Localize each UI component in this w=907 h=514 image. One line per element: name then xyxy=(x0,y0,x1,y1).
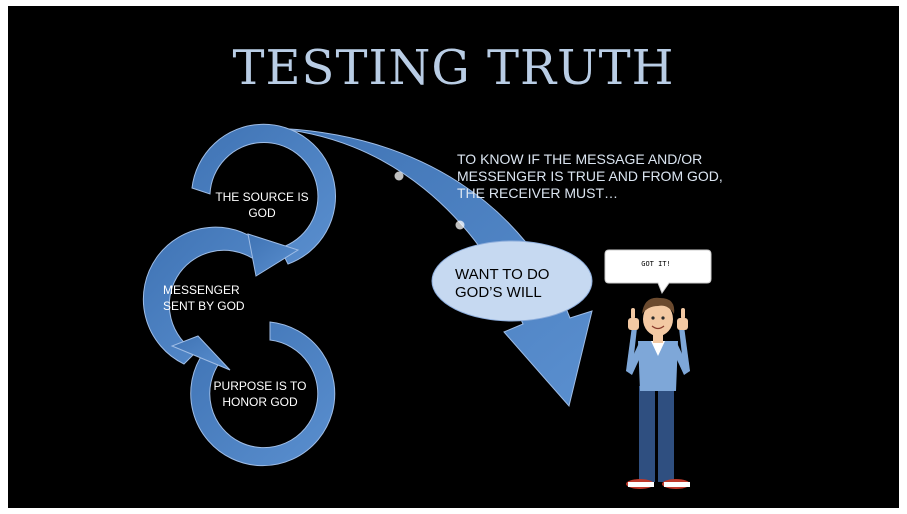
diagram-canvas xyxy=(142,123,712,489)
speech-bubble-text: GOT IT! xyxy=(641,260,671,268)
step-2-line1: MESSENGER xyxy=(163,283,240,297)
outcome-line1: WANT TO DO xyxy=(455,266,550,283)
outcome-oval xyxy=(431,240,593,322)
step-2-label: MESSENGER SENT BY GOD xyxy=(163,282,253,314)
cycle-arrowhead-1 xyxy=(247,233,300,277)
slide: TESTING TRUTH TO KNOW IF THE MESSAGE AND… xyxy=(8,6,899,508)
arrow-dot-2 xyxy=(455,220,465,230)
cartoon-character xyxy=(626,297,690,489)
step-3-label: PURPOSE IS TO HONOR GOD xyxy=(206,378,314,410)
cycle-ring-1 xyxy=(191,123,336,265)
step-3-line1: PURPOSE IS TO xyxy=(213,379,307,393)
slide-title: TESTING TRUTH xyxy=(232,40,675,96)
intro-text: TO KNOW IF THE MESSAGE AND/OR MESSENGER … xyxy=(457,151,723,201)
big-curved-arrow xyxy=(269,127,593,408)
step-2-line2: SENT BY GOD xyxy=(163,299,245,313)
arrow-dot-1 xyxy=(394,171,404,181)
cycle-ring-3 xyxy=(190,321,336,467)
cycle-arrowhead-2 xyxy=(170,335,231,371)
step-1-label: THE SOURCE IS GOD xyxy=(208,189,316,221)
speech-bubble xyxy=(604,249,712,295)
cycle-ring-2 xyxy=(142,226,267,365)
step-1-line2: GOD xyxy=(248,206,276,220)
step-3-line2: HONOR GOD xyxy=(222,395,298,409)
outcome-line2: GOD’S WILL xyxy=(455,284,542,301)
step-1-line1: THE SOURCE IS xyxy=(215,190,309,204)
outcome-label: WANT TO DO GOD’S WILL xyxy=(455,266,565,302)
